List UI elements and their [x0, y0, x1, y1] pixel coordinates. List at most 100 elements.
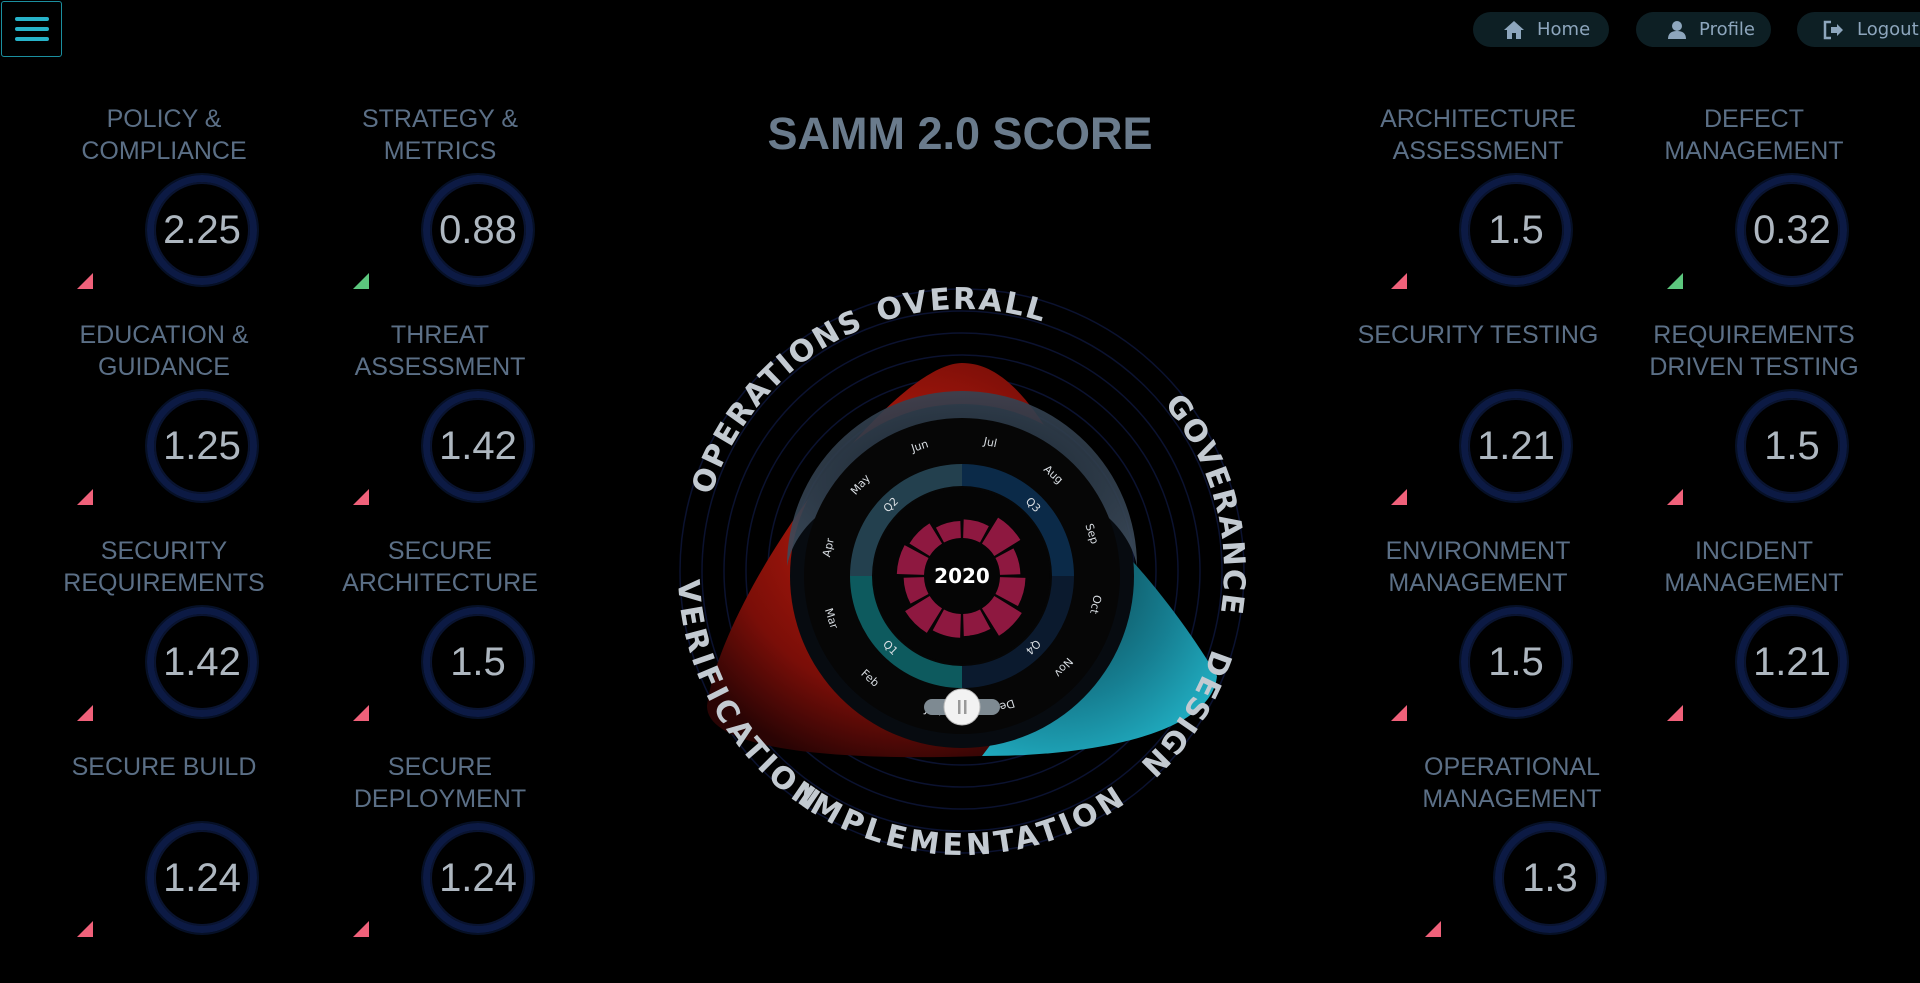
quarter-segment — [962, 464, 1074, 576]
score-gauge: 0.88 — [423, 175, 533, 285]
score-value: 0.32 — [1753, 207, 1831, 252]
trend-down-icon — [77, 489, 93, 505]
grid-ring — [723, 332, 1201, 810]
month-score-bar — [896, 545, 929, 575]
profile-label: Profile — [1699, 19, 1755, 40]
pause-icon — [964, 700, 967, 714]
month-score-bar — [995, 577, 1026, 607]
score-gauge: 2.25 — [147, 175, 257, 285]
menu-line — [14, 17, 49, 21]
month-label: Mar — [822, 607, 841, 631]
score-gauge: 1.42 — [147, 607, 257, 717]
pause-icon — [958, 700, 961, 714]
trend-down-icon — [1391, 273, 1407, 289]
month-label: Jul — [982, 435, 999, 451]
month-score-bar — [963, 609, 991, 637]
grid-ring — [745, 354, 1179, 788]
score-gauge: 1.5 — [423, 607, 533, 717]
home-icon — [1503, 19, 1525, 41]
month-score-bar — [981, 517, 1021, 557]
score-gauge: 1.21 — [1737, 607, 1847, 717]
score-value: 1.42 — [439, 423, 517, 468]
metric-label: SECURE BUILD — [71, 753, 257, 781]
score-value: 1.21 — [1753, 639, 1831, 684]
grid-ring — [701, 310, 1223, 832]
page-title: SAMM 2.0 SCORE — [767, 108, 1153, 159]
score-value: 1.25 — [163, 423, 241, 468]
month-label: Sep — [1082, 522, 1101, 546]
score-value: 1.5 — [1488, 207, 1544, 252]
trend-down-icon — [77, 705, 93, 721]
trend-up-icon — [353, 273, 369, 289]
play-pause-toggle[interactable] — [924, 688, 1000, 726]
score-value: 1.5 — [450, 639, 506, 684]
score-value: 1.5 — [1764, 423, 1820, 468]
trend-down-icon — [1667, 705, 1683, 721]
month-score-bar — [903, 577, 929, 604]
logout-icon — [1823, 19, 1845, 41]
home-button[interactable]: Home — [1473, 12, 1609, 47]
home-label: Home — [1537, 19, 1591, 40]
score-gauge: 1.25 — [147, 391, 257, 501]
trend-up-icon — [1667, 273, 1683, 289]
grid-ring — [679, 288, 1245, 854]
axis-label-implementation: IMPLEMENTATION — [792, 779, 1132, 863]
samm-radar-chart: 2020JanFebMarAprMayJunJulAugSepOctNovDec… — [670, 282, 1249, 863]
score-gauge: 1.5 — [1461, 607, 1571, 717]
trend-down-icon — [353, 705, 369, 721]
governance-series-area — [787, 391, 1137, 566]
year-label: 2020 — [934, 564, 990, 588]
score-value: 1.21 — [1477, 423, 1555, 468]
month-label: Jun — [909, 437, 930, 455]
score-value: 1.24 — [163, 855, 241, 900]
month-score-bar — [981, 595, 1022, 636]
metric-label: STRATEGY &METRICS — [361, 105, 519, 165]
score-value: 1.42 — [163, 639, 241, 684]
metric-label: POLICY &COMPLIANCE — [81, 105, 247, 165]
score-gauge: 1.3 — [1495, 823, 1605, 933]
month-label: Oct — [1087, 594, 1104, 616]
score-gauge: 1.21 — [1461, 391, 1571, 501]
menu-toggle-button[interactable] — [1, 1, 62, 57]
profile-button[interactable]: Profile — [1636, 12, 1771, 47]
trend-down-icon — [77, 273, 93, 289]
user-icon — [1666, 19, 1687, 41]
score-gauge: 1.24 — [147, 823, 257, 933]
month-score-bar — [935, 521, 961, 543]
trend-down-icon — [1391, 705, 1407, 721]
toggle-knob — [943, 688, 981, 726]
score-value: 0.88 — [439, 207, 517, 252]
trend-down-icon — [1425, 921, 1441, 937]
score-gauge: 0.32 — [1737, 175, 1847, 285]
metric-label: SECURITY TESTING — [1357, 321, 1599, 349]
score-gauge: 1.24 — [423, 823, 533, 933]
axis-label-overall: OVERALL — [873, 282, 1052, 330]
metric-label: EDUCATION &GUIDANCE — [79, 321, 249, 381]
trend-down-icon — [1667, 489, 1683, 505]
score-gauge: 1.5 — [1461, 175, 1571, 285]
month-label: Apr — [820, 536, 837, 558]
score-value: 1.5 — [1488, 639, 1544, 684]
logout-button[interactable]: Logout — [1797, 12, 1920, 47]
quarter-segment — [850, 576, 962, 688]
quarter-segment — [850, 464, 962, 576]
score-value: 1.3 — [1522, 855, 1578, 900]
trend-down-icon — [353, 489, 369, 505]
menu-line — [14, 27, 49, 31]
calendar-wheel: 2020JanFebMarAprMayJunJulAugSepOctNovDec… — [804, 418, 1120, 734]
month-score-bar — [932, 609, 961, 638]
month-score-bar — [995, 548, 1021, 575]
month-score-bar — [905, 595, 943, 633]
score-gauge: 1.42 — [423, 391, 533, 501]
trend-down-icon — [353, 921, 369, 937]
